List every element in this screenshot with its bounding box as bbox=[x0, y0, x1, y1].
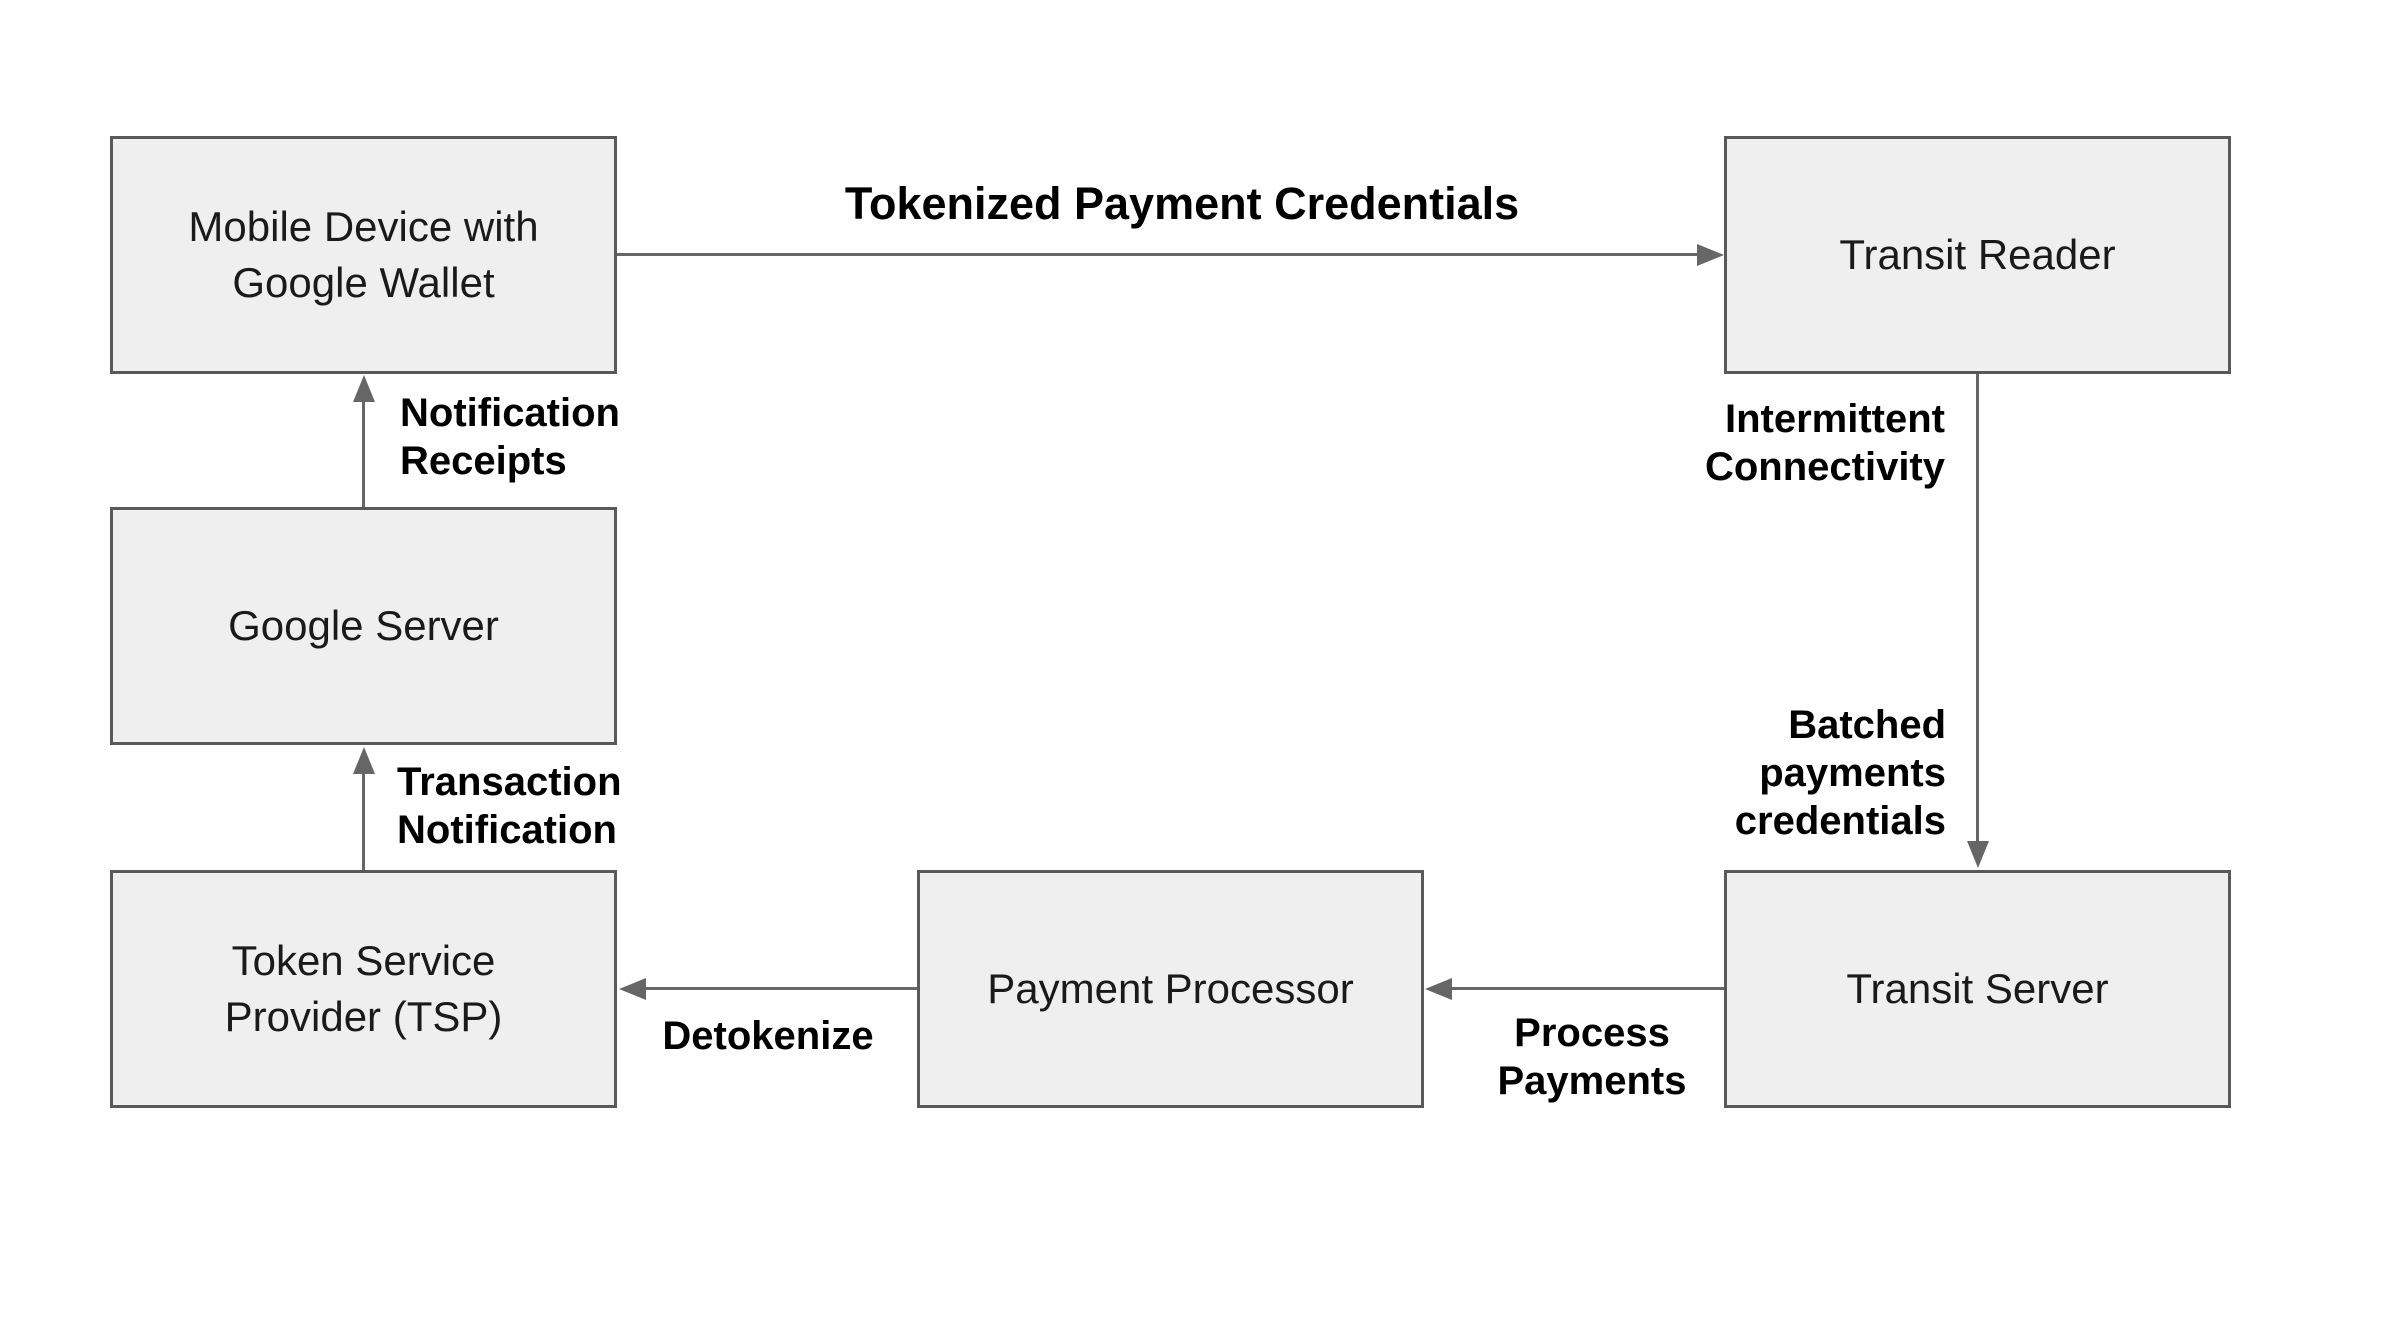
node-label-line: Mobile Device with bbox=[188, 203, 539, 250]
arrow-google-server-to-mobile bbox=[362, 399, 365, 507]
node-token-service-provider: Token Service Provider (TSP) bbox=[110, 870, 617, 1108]
edge-label-batched-payments-credentials: Batched payments credentials bbox=[1734, 703, 1946, 843]
node-label-line: Transit Server bbox=[1846, 965, 2109, 1012]
arrow-mobile-to-transit-reader bbox=[617, 253, 1700, 256]
edge-label-intermittent-connectivity: Intermittent Connectivity bbox=[1704, 397, 1945, 489]
node-label-line: Payment Processor bbox=[987, 965, 1354, 1012]
node-label-line: Google Server bbox=[228, 602, 499, 649]
node-label-line: Token Service bbox=[231, 937, 496, 984]
arrowhead-down-icon bbox=[1967, 841, 1989, 868]
node-google-server: Google Server bbox=[110, 507, 617, 745]
arrowhead-up-icon bbox=[353, 375, 375, 402]
edge-label-detokenize: Detokenize bbox=[662, 1014, 874, 1058]
arrow-payment-processor-to-tsp bbox=[645, 987, 917, 990]
edge-label-tokenized-payment-credentials: Tokenized Payment Credentials bbox=[844, 178, 1520, 229]
arrowhead-left-icon bbox=[619, 978, 646, 1000]
arrow-transit-reader-to-transit-server bbox=[1976, 374, 1979, 844]
node-payment-processor: Payment Processor bbox=[917, 870, 1424, 1108]
node-label-line: Transit Reader bbox=[1839, 231, 2116, 278]
edge-label-transaction-notification: Transaction Notification bbox=[397, 760, 622, 852]
edge-label-notification-receipts: Notification Receipts bbox=[400, 391, 620, 483]
arrowhead-up-icon bbox=[353, 747, 375, 774]
node-label-line: Provider (TSP) bbox=[224, 993, 503, 1040]
edge-label-process-payments: Process Payments bbox=[1497, 1011, 1687, 1103]
node-transit-server: Transit Server bbox=[1724, 870, 2231, 1108]
arrowhead-right-icon bbox=[1697, 244, 1724, 266]
node-transit-reader: Transit Reader bbox=[1724, 136, 2231, 374]
arrowhead-left-icon bbox=[1425, 978, 1452, 1000]
arrow-tsp-to-google-server bbox=[362, 772, 365, 870]
node-mobile-device-google-wallet: Mobile Device with Google Wallet bbox=[110, 136, 617, 374]
node-label-line: Google Wallet bbox=[232, 259, 495, 306]
arrow-transit-server-to-payment-processor bbox=[1451, 987, 1724, 990]
